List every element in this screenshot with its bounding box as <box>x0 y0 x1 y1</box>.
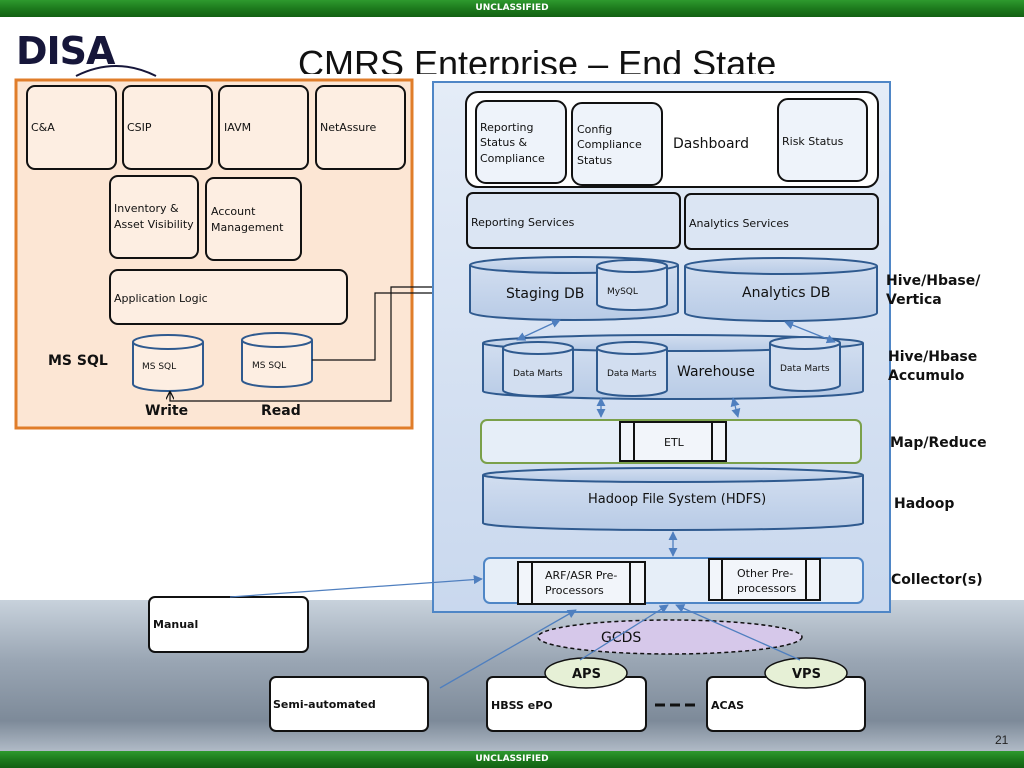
other-label-2: processors <box>737 582 797 595</box>
staging-to-write-arrow <box>170 286 470 402</box>
reporting-services-box <box>466 192 681 249</box>
analytics-db-cylinder <box>684 257 878 322</box>
staging-db-label: Staging DB <box>506 286 584 302</box>
warehouse-cylinder <box>482 334 864 400</box>
arf-processor-box <box>517 561 646 605</box>
data-mart-label-1: Data Marts <box>513 369 563 379</box>
risk-status-label: Risk Status <box>782 135 844 148</box>
aps-label: APS <box>572 667 601 682</box>
app-box-csip <box>122 85 213 170</box>
config-compliance-box <box>571 102 663 186</box>
warehouse-label: Warehouse <box>677 364 755 380</box>
gcds-ellipse <box>537 619 803 655</box>
app-label-csip: CSIP <box>127 121 152 134</box>
account-label-1: Account <box>211 205 256 218</box>
data-mart-cylinder-1 <box>502 341 574 397</box>
top-classification-banner: UNCLASSIFIED <box>0 0 1024 17</box>
account-label-2: Management <box>211 221 284 234</box>
logo-swoosh <box>75 65 157 77</box>
analytics-services-box <box>684 193 879 250</box>
hadoop-label: Hadoop <box>894 496 954 512</box>
inventory-label-1: Inventory & <box>114 202 179 215</box>
db-read-cylinder <box>241 332 313 388</box>
inventory-box <box>109 175 199 259</box>
aps-to-collector-arrow <box>579 604 669 661</box>
hbss-epo-label: HBSS ePO <box>491 699 553 712</box>
analytics-services-label: Analytics Services <box>689 217 789 230</box>
disa-logo: DISA <box>16 29 157 77</box>
acas-label: ACAS <box>711 699 744 712</box>
db-write-cylinder <box>132 334 204 392</box>
logo-text: DISA <box>16 29 116 73</box>
etl-label: ETL <box>664 436 685 449</box>
hdfs-label: Hadoop File System (HDFS) <box>588 492 766 507</box>
hive-vertica-label-2: Vertica <box>886 292 942 308</box>
hive-vertica-label-1: Hive/Hbase/ <box>886 273 981 289</box>
account-box <box>205 177 302 261</box>
application-logic-box <box>109 269 348 325</box>
manual-to-collector-arrow <box>229 575 483 598</box>
mysql-label: MySQL <box>607 287 638 297</box>
aps-ellipse <box>544 657 628 689</box>
semi-to-collector-arrow <box>439 609 577 689</box>
config-compliance-label-3: Status <box>577 154 612 167</box>
reporting-status-label-2: Status & <box>480 136 528 149</box>
config-compliance-label-1: Config <box>577 123 612 136</box>
reporting-status-box <box>475 100 567 184</box>
dashboard-label: Dashboard <box>673 136 749 152</box>
application-logic-label: Application Logic <box>114 292 208 305</box>
slide-title: CMRS Enterprise – End State <box>298 43 777 74</box>
semi-automated-label: Semi-automated <box>273 698 376 711</box>
etl-process-box <box>619 421 727 462</box>
app-label-ca: C&A <box>31 121 55 134</box>
data-mart-label-3: Data Marts <box>780 364 830 374</box>
other-processor-box <box>708 558 821 601</box>
reporting-status-label-1: Reporting <box>480 121 533 134</box>
other-label-1: Other Pre- <box>737 567 793 580</box>
app-box-ca <box>26 85 117 170</box>
reporting-status-label-3: Compliance <box>480 152 545 165</box>
config-compliance-label-2: Compliance <box>577 138 642 151</box>
db-write-label: MS SQL <box>142 362 176 372</box>
arf-label-2: Processors <box>545 584 604 597</box>
analytics-db-label: Analytics DB <box>742 285 830 301</box>
hive-accumulo-label-2: Accumulo <box>888 368 965 384</box>
semi-automated-source-box <box>269 676 429 732</box>
app-box-netassure <box>315 85 406 170</box>
vps-ellipse <box>764 657 848 689</box>
analytics-datamart-arrow <box>784 320 836 344</box>
mysql-cylinder <box>596 259 668 311</box>
db-read-label: MS SQL <box>252 361 286 371</box>
hdfs-cylinder <box>482 467 864 531</box>
read-to-staging-arrow <box>312 293 470 361</box>
inventory-label-2: Asset Visibility <box>114 218 194 231</box>
vps-to-collector-arrow <box>675 604 801 661</box>
left-panel: C&A CSIP IAVM NetAssure Inventory & Asse… <box>14 78 414 430</box>
right-panel: Reporting Status & Compliance Config Com… <box>432 81 891 613</box>
collectors-label: Collector(s) <box>891 572 983 588</box>
app-label-iavm: IAVM <box>224 121 251 134</box>
manual-source-box <box>148 596 309 653</box>
app-box-iavm <box>218 85 309 170</box>
dashboard-container <box>465 91 879 188</box>
arf-label-1: ARF/ASR Pre- <box>545 569 617 582</box>
gcds-label: GCDS <box>601 630 641 646</box>
reporting-services-label: Reporting Services <box>471 216 575 229</box>
bottom-classification-banner: UNCLASSIFIED <box>0 751 1024 768</box>
data-mart-cylinder-2 <box>596 341 668 397</box>
vps-label: VPS <box>792 667 821 682</box>
page-number: 21 <box>995 733 1009 747</box>
manual-label: Manual <box>153 618 198 631</box>
hive-accumulo-label-1: Hive/Hbase <box>888 349 977 365</box>
risk-status-box <box>777 98 868 182</box>
ms-sql-label: MS SQL <box>48 353 108 369</box>
data-mart-label-2: Data Marts <box>607 369 657 379</box>
app-label-netassure: NetAssure <box>320 121 377 134</box>
write-label: Write <box>145 403 188 419</box>
staging-datamart-arrow <box>516 319 561 341</box>
read-label: Read <box>261 403 301 419</box>
mapreduce-label: Map/Reduce <box>890 435 987 451</box>
warehouse-etl-arrow-2 <box>730 397 741 418</box>
